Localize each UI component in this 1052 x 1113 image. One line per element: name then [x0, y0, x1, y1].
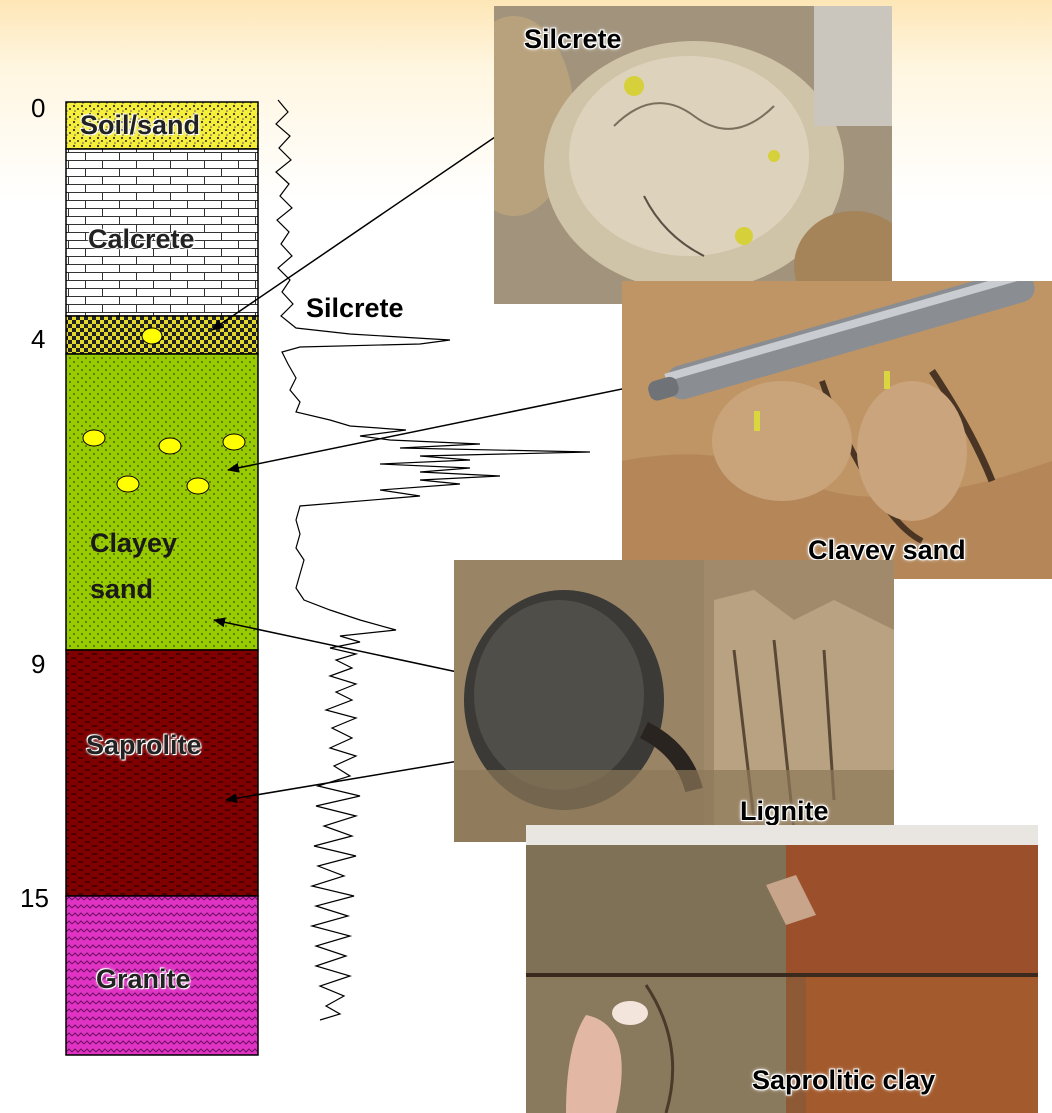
log-trace-label: Silcrete — [306, 293, 404, 324]
layer-label-calcrete: Calcrete — [88, 224, 195, 255]
nodule — [142, 328, 162, 344]
photo-label-lignite: Lignite — [740, 796, 829, 827]
nodule — [117, 476, 139, 492]
layer-saprolite — [66, 650, 258, 896]
photo-lignite: Lignite — [454, 560, 894, 842]
photo-silcrete: Silcrete — [494, 6, 892, 304]
layer-label-granite: Granite — [96, 964, 191, 995]
nodule — [159, 438, 181, 454]
photo-saprolitic-clay: Saprolitic clay — [526, 825, 1038, 1113]
layer-label-saprolite: Saprolite — [86, 730, 202, 761]
layer-label-clayey-sand: Clayey sand — [90, 520, 210, 612]
nodule — [223, 434, 245, 450]
photo-label-saprolitic-clay: Saprolitic clay — [752, 1065, 935, 1096]
arrow-clayey-sand — [228, 382, 656, 470]
photo-clayey-sand: Clayey sand — [622, 281, 1052, 579]
photo-label-silcrete: Silcrete — [524, 24, 622, 55]
nodule — [83, 430, 105, 446]
layer-label-soil-sand: Soil/sand — [80, 110, 200, 141]
nodule — [187, 478, 209, 494]
